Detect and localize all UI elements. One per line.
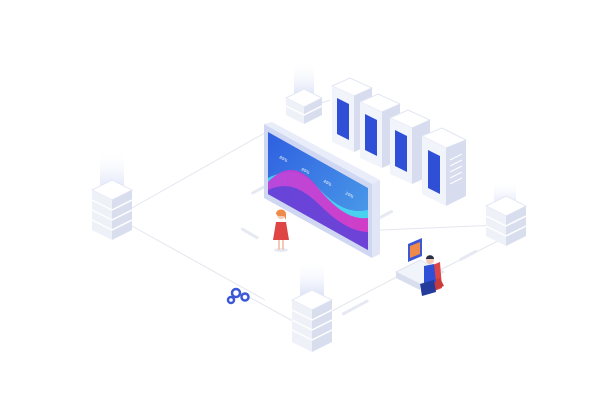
screen-label-1: 80% <box>279 155 289 164</box>
server-tower-2 <box>358 93 402 168</box>
database-stack-right <box>484 180 528 246</box>
screen-label-3: 40% <box>323 179 333 188</box>
man-at-desk-figure <box>394 238 446 296</box>
gear-icon <box>240 292 250 302</box>
screen-label-4: 20% <box>345 191 355 200</box>
gear-icon <box>226 295 236 305</box>
database-stack-top <box>284 60 324 124</box>
database-stack-bottom <box>290 260 334 352</box>
dashboard-screen: 80% 60% 40% 20% <box>264 122 380 258</box>
chart-wave-purple <box>268 186 368 250</box>
screen-label-2: 60% <box>301 167 311 176</box>
database-stack-left <box>90 150 134 240</box>
gear-icon <box>230 287 242 299</box>
standing-woman-figure <box>273 209 289 252</box>
server-tower-4 <box>420 127 468 206</box>
server-rack-row <box>330 77 468 206</box>
gear-icons <box>226 287 250 305</box>
